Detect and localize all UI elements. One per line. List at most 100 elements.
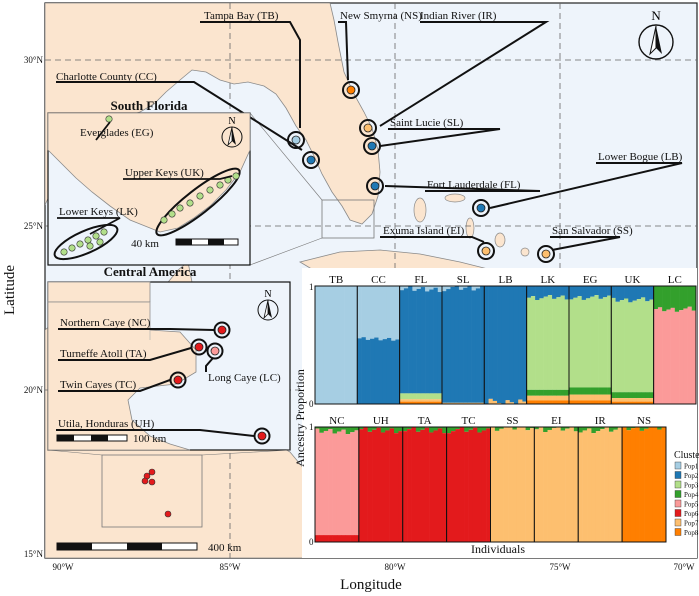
structure-top-label-tb: TB — [329, 274, 343, 286]
svg-text:Pop7: Pop7 — [684, 520, 699, 528]
site-marker-ss — [537, 245, 555, 263]
site-point-uk — [196, 192, 204, 200]
site-leaders — [56, 21, 683, 251]
structure-bottom-tc — [446, 426, 491, 543]
axis-ticks: 85°W 90°W 80°W 75°W 70°W 30°N 25°N 20°N … — [24, 55, 695, 572]
svg-text:N: N — [228, 116, 235, 127]
structure-top-label-lc: LC — [668, 274, 682, 286]
structure-bottom-ei — [533, 426, 579, 543]
structure-top-lc — [653, 285, 697, 405]
label-ta: Turneffe Atoll (TA) — [60, 348, 147, 360]
leader-line-lb — [489, 162, 683, 209]
label-ir: Indian River (IR) — [420, 10, 497, 22]
label-ns: New Smyrna (NS) — [340, 10, 422, 22]
scale-label-400km: 400 km — [208, 542, 242, 554]
leader-line-ns — [338, 21, 349, 81]
site-point-uk — [232, 172, 240, 180]
svg-text:N: N — [264, 289, 271, 300]
bottom-row-tick-1: 1 — [309, 422, 314, 432]
legend-pop5: Pop5 — [674, 499, 699, 509]
inset-south-florida-sites — [57, 115, 240, 256]
structure-ylabel: Ancestry Proportion — [293, 369, 307, 467]
site-marker-ir — [359, 119, 377, 137]
structure-bottom-label-ei: EI — [551, 415, 562, 427]
x-tick-90w: 90°W — [52, 562, 74, 572]
structure-top-eg — [568, 285, 612, 405]
y-tick-15n: 15°N — [24, 549, 44, 559]
legend-pop3: Pop3 — [674, 480, 699, 490]
main-map-sites — [287, 81, 555, 263]
label-uk: Upper Keys (UK) — [125, 167, 204, 179]
leader-line-uh — [56, 429, 255, 437]
svg-text:Pop5: Pop5 — [684, 501, 699, 509]
y-tick-25n: 25°N — [24, 221, 44, 231]
structure-bottom-ta — [402, 426, 448, 543]
structure-top-label-fl: FL — [414, 274, 427, 286]
structure-top-lk — [526, 285, 570, 405]
x-tick-75w: 75°W — [549, 562, 571, 572]
svg-text:Pop3: Pop3 — [684, 482, 699, 490]
site-point-lk — [84, 236, 92, 244]
inset-central-america-title: Central America — [104, 264, 197, 279]
x-tick-85w: 85°W — [219, 562, 241, 572]
site-point-uk — [206, 186, 214, 194]
site-marker-lc — [206, 342, 224, 360]
leader-line-ss — [550, 236, 621, 251]
leader-line-ei — [380, 236, 485, 243]
structure-bottom-nc — [314, 426, 360, 543]
site-point-lk — [86, 242, 94, 250]
site-marker-cc — [302, 151, 320, 169]
label-sl: Saint Lucie (SL) — [390, 117, 464, 129]
site-marker-ta — [190, 338, 208, 356]
legend-pop8: Pop8 — [674, 528, 699, 537]
site-point-lk — [92, 232, 100, 240]
north-arrow-label: N — [651, 8, 661, 23]
structure-top-label-eg: EG — [583, 274, 598, 286]
site-marker-uh — [253, 427, 271, 445]
inset-south-florida-title: South Florida — [111, 98, 188, 113]
inset-central-america: Central America Northern Caye (NC) Turne… — [47, 264, 291, 451]
scale-label-100km: 100 km — [133, 433, 167, 445]
main-map-labels: Tampa Bay (TB) New Smyrna (NS) Indian Ri… — [56, 10, 683, 237]
scale-label-40km: 40 km — [131, 238, 159, 250]
structure-top-label-lk: LK — [540, 274, 555, 286]
legend-pop7: Pop7 — [674, 518, 699, 528]
site-marker-tb — [287, 131, 305, 149]
leader-line-tb — [200, 21, 301, 128]
site-marker-sl — [363, 137, 381, 155]
leader-line-sl — [379, 128, 501, 147]
leader-line-ir — [379, 21, 550, 127]
svg-text:Pop1: Pop1 — [684, 463, 699, 471]
label-lb: Lower Bogue (LB) — [598, 151, 683, 163]
site-point-uk — [186, 199, 194, 207]
leader-line-tc — [58, 379, 171, 392]
site-marker-ei — [477, 242, 495, 260]
label-ei: Exuma Island (EI) — [383, 225, 465, 237]
legend-pop1: Pop1 — [674, 461, 699, 471]
overview-locator — [47, 449, 291, 528]
structure-top-label-sl: SL — [457, 274, 470, 286]
structure-bottom-label-ta: TA — [418, 415, 432, 427]
site-point-lk — [60, 248, 68, 256]
north-arrow-icon: N — [638, 8, 674, 60]
label-uh: Utila, Honduras (UH) — [58, 418, 155, 430]
leader-line-ta — [58, 347, 192, 361]
inset-central-america-sites — [56, 321, 271, 445]
structure-top-cc — [356, 285, 401, 405]
svg-text:Pop2: Pop2 — [684, 472, 699, 480]
svg-text:Pop6: Pop6 — [684, 510, 699, 518]
legend-pop4: Pop4 — [674, 490, 699, 499]
structure-top-fl — [399, 285, 443, 405]
scale-bar: 100 km — [56, 433, 167, 445]
scale-bar: 400 km — [56, 542, 242, 554]
site-marker-tc — [169, 371, 187, 389]
structure-bottom-ns — [621, 426, 667, 543]
y-tick-30n: 30°N — [24, 55, 44, 65]
site-marker-lb — [472, 199, 490, 217]
structure-bottom-ir — [577, 426, 623, 543]
y-axis-title: Latitude — [2, 265, 18, 315]
structure-top-lb — [483, 285, 528, 405]
structure-top-label-uk: UK — [625, 274, 641, 286]
